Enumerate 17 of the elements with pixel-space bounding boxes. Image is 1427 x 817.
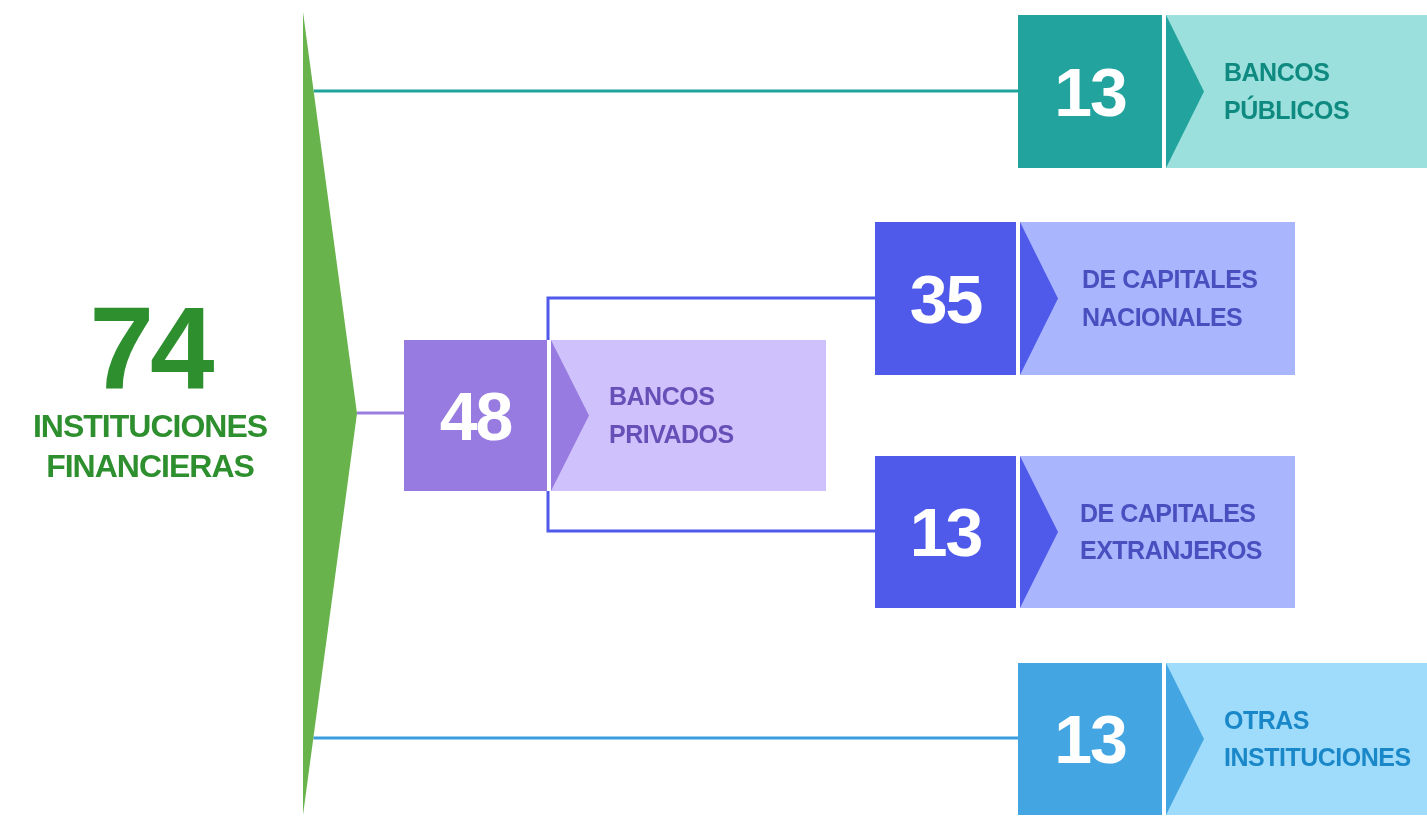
total-label: INSTITUCIONES FINANCIERAS bbox=[31, 407, 269, 486]
category-label: OTRAS INSTITUCIONES bbox=[1224, 704, 1412, 773]
count-tile: 13 bbox=[875, 456, 1016, 608]
connector-line bbox=[356, 411, 404, 415]
count-tile: 13 bbox=[1018, 15, 1162, 168]
category-label: BANCOS PÚBLICOS bbox=[1224, 57, 1351, 126]
connector-line bbox=[313, 736, 1018, 740]
total-number: 74 bbox=[89, 290, 211, 406]
connector-line bbox=[546, 296, 875, 340]
category-label: DE CAPITALES EXTRANJEROS bbox=[1080, 497, 1264, 566]
connector-line bbox=[546, 491, 875, 533]
count-tile: 13 bbox=[1018, 663, 1162, 815]
category-label: BANCOS PRIVADOS bbox=[609, 381, 735, 450]
category-label: DE CAPITALES NACIONALES bbox=[1082, 264, 1259, 333]
count-tile: 48 bbox=[404, 340, 547, 491]
count-tile: 35 bbox=[875, 222, 1016, 375]
connector-line bbox=[313, 89, 1018, 93]
